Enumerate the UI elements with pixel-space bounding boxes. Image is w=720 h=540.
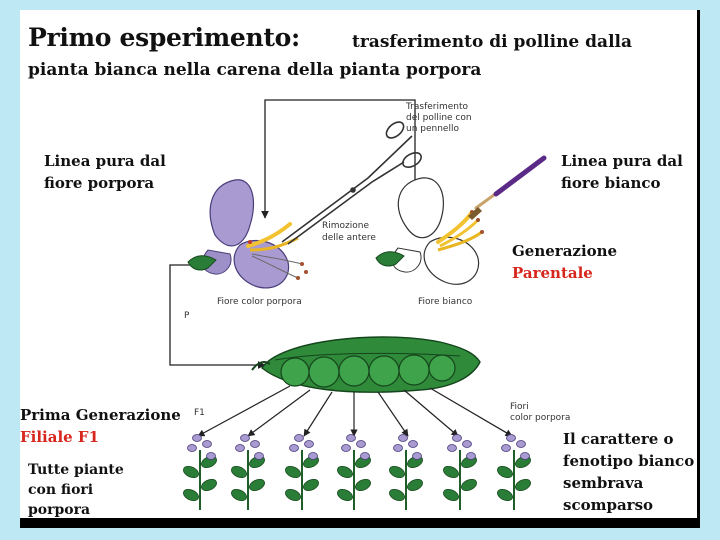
- f1-plant: [231, 434, 265, 510]
- pollen-transfer-arrow: [261, 99, 416, 219]
- removal-annotation-1: Rimozione: [322, 221, 369, 231]
- result-label-1: Il carattere o: [563, 430, 674, 448]
- purple-line-label-2: fiore porpora: [44, 174, 155, 192]
- purple-flower-caption: Fiore color porpora: [217, 297, 302, 307]
- pea-pod: [251, 336, 481, 393]
- all-purple-label-3: porpora: [28, 502, 91, 518]
- f1-plants: [183, 434, 531, 510]
- transfer-annotation-2: del polline con: [406, 113, 472, 123]
- paintbrush-icon: [468, 155, 547, 220]
- f1-plant: [389, 434, 423, 510]
- removal-annotation-2: delle antere: [322, 233, 376, 243]
- scissors-icon: [281, 121, 422, 245]
- all-purple-label-2: con fiori: [28, 482, 94, 498]
- transfer-annotation-3: un pennello: [406, 124, 459, 134]
- slide: Primo esperimento: trasferimento di poll…: [20, 10, 700, 528]
- parental-generation-red-label: Parentale: [512, 264, 593, 282]
- all-purple-label-1: Tutte piante: [28, 462, 124, 478]
- f1-generation-red-label: Filiale F1: [20, 428, 100, 446]
- slide-bottom-border: [20, 518, 700, 528]
- f1-flowers-annotation-1: Fiori: [510, 402, 529, 412]
- f1-plant: [183, 434, 217, 510]
- cross-to-pod-arrow: [169, 264, 266, 369]
- diagram-artwork: [169, 99, 547, 510]
- parental-generation-label: Generazione: [512, 242, 618, 260]
- white-line-label-1: Linea pura dal: [561, 152, 683, 170]
- transfer-annotation-1: Trasferimento: [406, 102, 469, 112]
- white-line-label-2: fiore bianco: [561, 174, 661, 192]
- f1-plant: [337, 434, 371, 510]
- white-flower: [375, 177, 484, 285]
- purple-line-label-1: Linea pura dal: [44, 152, 166, 170]
- f1-plant: [497, 434, 531, 510]
- result-label-3: sembrava: [563, 474, 644, 492]
- f1-flowers-annotation-2: color porpora: [510, 413, 571, 423]
- f1-plant: [285, 434, 319, 510]
- f1-marker: F1: [194, 408, 205, 418]
- slide-title: Primo esperimento:: [28, 23, 300, 52]
- purple-flower: [187, 179, 308, 289]
- white-flower-caption: Fiore bianco: [418, 297, 473, 307]
- f1-plant: [443, 434, 477, 510]
- slide-right-border: [697, 10, 700, 528]
- f1-generation-label: Prima Generazione: [20, 406, 181, 424]
- p-marker: P: [184, 311, 190, 321]
- slide-title-continuation: trasferimento di polline dalla: [352, 32, 633, 52]
- offspring-arrows: [197, 385, 513, 437]
- result-label-4: scomparso: [563, 496, 654, 514]
- result-label-2: fenotipo bianco: [563, 452, 695, 470]
- slide-title-line2: pianta bianca nella carena della pianta …: [28, 60, 482, 80]
